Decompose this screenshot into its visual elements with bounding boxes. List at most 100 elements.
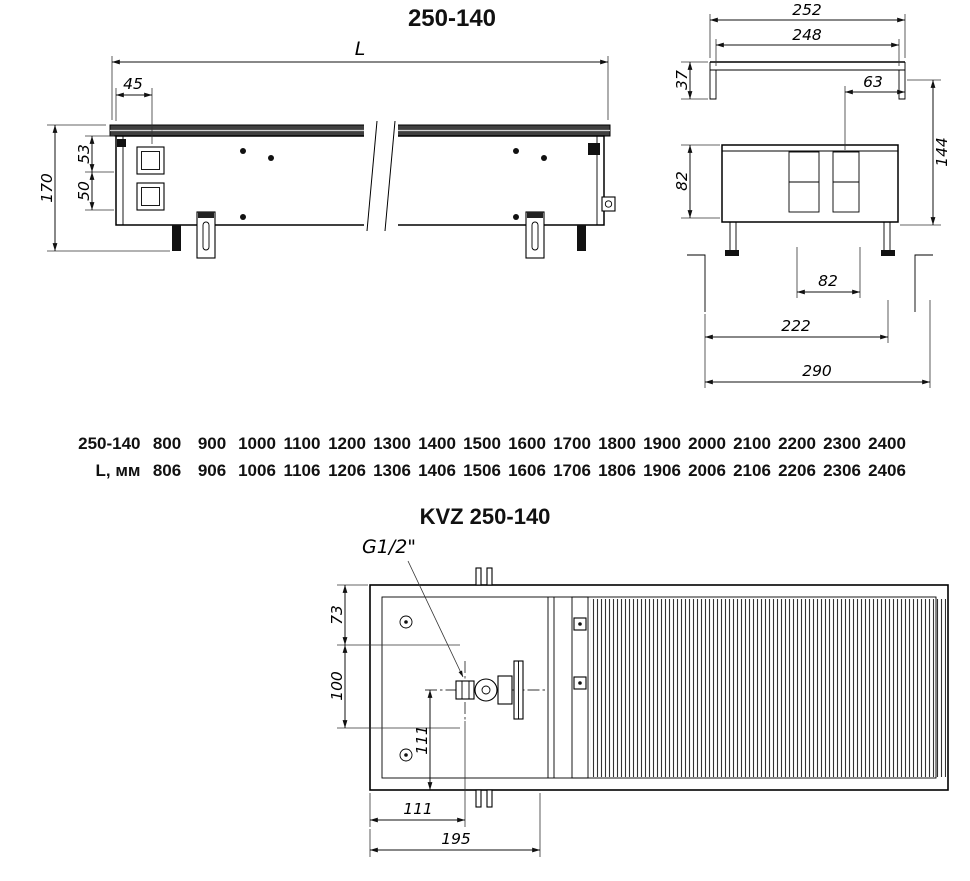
drain-fitting xyxy=(601,196,616,212)
dim-170: 170 xyxy=(38,124,170,252)
dim-73-label: 73 xyxy=(328,605,346,625)
thread-label: G1/2" xyxy=(362,536,416,558)
plan-view: G1/2" 73 100 111 xyxy=(328,536,949,857)
table-cell: 2206 xyxy=(778,461,816,480)
pipe-connections xyxy=(136,146,165,211)
foot-right xyxy=(577,225,586,251)
corner-block xyxy=(117,139,126,147)
table-cell: 1706 xyxy=(553,461,591,480)
table-cell: 2100 xyxy=(733,434,771,453)
side-view: L 45 53 50 xyxy=(38,38,616,259)
table-row1-label: 250-140 xyxy=(78,434,141,453)
section-legs xyxy=(725,222,895,256)
section-lid xyxy=(709,61,906,100)
dim-100: 100 xyxy=(328,644,460,729)
dim-L: L xyxy=(111,38,609,120)
table-cell: 1606 xyxy=(508,461,546,480)
dim-248: 248 xyxy=(715,26,900,66)
dim-111-horizontal: 111 xyxy=(369,721,466,827)
table-cell: 1206 xyxy=(328,461,366,480)
section-body xyxy=(721,144,899,223)
dim-82-bottom: 82 xyxy=(796,247,861,298)
dim-53-label: 53 xyxy=(75,144,93,164)
table-row-lengths: L, мм 806 906 1006 1106 1206 1306 1406 1506 1606… xyxy=(61,457,910,484)
table-cell: 1406 xyxy=(418,461,456,480)
top-title: 250-140 xyxy=(408,5,496,32)
dim-252: 252 xyxy=(709,1,906,58)
dim-195: 195 xyxy=(369,793,541,857)
dim-248-label: 248 xyxy=(792,26,822,44)
dim-111-vertical: 111 xyxy=(413,689,433,791)
table-cell: 900 xyxy=(197,434,227,453)
table-cell: 906 xyxy=(197,461,227,480)
table-cell: 2400 xyxy=(868,434,906,453)
dim-L-label: L xyxy=(355,38,366,60)
table-cell: 1106 xyxy=(283,461,321,480)
floor-recess xyxy=(687,254,933,312)
table-cell: 1600 xyxy=(508,434,546,453)
dim-222-label: 222 xyxy=(781,317,811,335)
dim-170-label: 170 xyxy=(38,173,56,203)
table-cell: 1500 xyxy=(463,434,501,453)
dim-37-label: 37 xyxy=(673,70,691,90)
dim-252-label: 252 xyxy=(792,1,822,19)
valve-assembly xyxy=(455,660,524,720)
table-row2-values: 806 906 1006 1106 1206 1306 1406 1506 1606 1706 18… xyxy=(145,457,910,484)
table-cell: 806 xyxy=(152,461,182,480)
dim-73: 73 xyxy=(328,584,460,646)
table-cell: 2000 xyxy=(688,434,726,453)
heat-exchanger xyxy=(788,151,860,213)
dim-45: 45 xyxy=(115,75,153,144)
dim-195-label: 195 xyxy=(441,830,471,848)
table-cell: 1906 xyxy=(643,461,681,480)
dim-111-vertical-label: 111 xyxy=(413,725,431,755)
dim-222: 222 xyxy=(704,300,889,388)
dim-100-label: 100 xyxy=(328,671,346,701)
side-body xyxy=(115,135,605,226)
table-cell: 1806 xyxy=(598,461,636,480)
table-cell: 1400 xyxy=(418,434,456,453)
table-cell: 2006 xyxy=(688,461,726,480)
dim-290: 290 xyxy=(704,300,931,388)
plan-screws xyxy=(399,615,413,762)
table-cell: 1100 xyxy=(283,434,321,453)
mounting-bracket-left xyxy=(196,211,216,259)
plan-title: KVZ 250-140 xyxy=(419,504,551,529)
table-cell: 1800 xyxy=(598,434,636,453)
sensor-block xyxy=(588,143,600,155)
thread-callout: G1/2" xyxy=(362,536,464,678)
dim-53-50: 53 50 xyxy=(75,135,114,211)
dim-82-side-label: 82 xyxy=(673,171,691,191)
table-cell: 2406 xyxy=(868,461,906,480)
table-cell: 1006 xyxy=(238,461,276,480)
table-cell: 1306 xyxy=(373,461,411,480)
table-cell: 1700 xyxy=(553,434,591,453)
dim-290-label: 290 xyxy=(802,362,832,380)
table-row2-label: L, мм xyxy=(95,461,141,480)
locating-pins xyxy=(475,567,493,808)
dim-144: 144 xyxy=(900,79,951,226)
dim-50-label: 50 xyxy=(75,181,93,201)
dim-37: 37 xyxy=(673,61,708,100)
plan-drawing: G1/2" 73 100 111 xyxy=(328,536,949,857)
dim-63: 63 xyxy=(844,73,906,150)
table-cell: 1200 xyxy=(328,434,366,453)
dim-63-label: 63 xyxy=(863,73,883,91)
dim-82-bottom-label: 82 xyxy=(818,272,838,290)
dim-144-label: 144 xyxy=(933,137,951,167)
mounting-bracket-right xyxy=(525,211,545,259)
table-cell: 2200 xyxy=(778,434,816,453)
table-cell: 2106 xyxy=(733,461,771,480)
foot-left xyxy=(172,225,181,251)
table-cell: 1000 xyxy=(238,434,276,453)
dim-111-horizontal-label: 111 xyxy=(403,800,433,818)
dim-45-label: 45 xyxy=(123,75,143,93)
table-cell: 1900 xyxy=(643,434,681,453)
top-drawing: 250-140 xyxy=(38,1,951,388)
grille-brackets xyxy=(547,596,589,779)
table-cell: 1506 xyxy=(463,461,501,480)
table-cell: 2300 xyxy=(823,434,861,453)
